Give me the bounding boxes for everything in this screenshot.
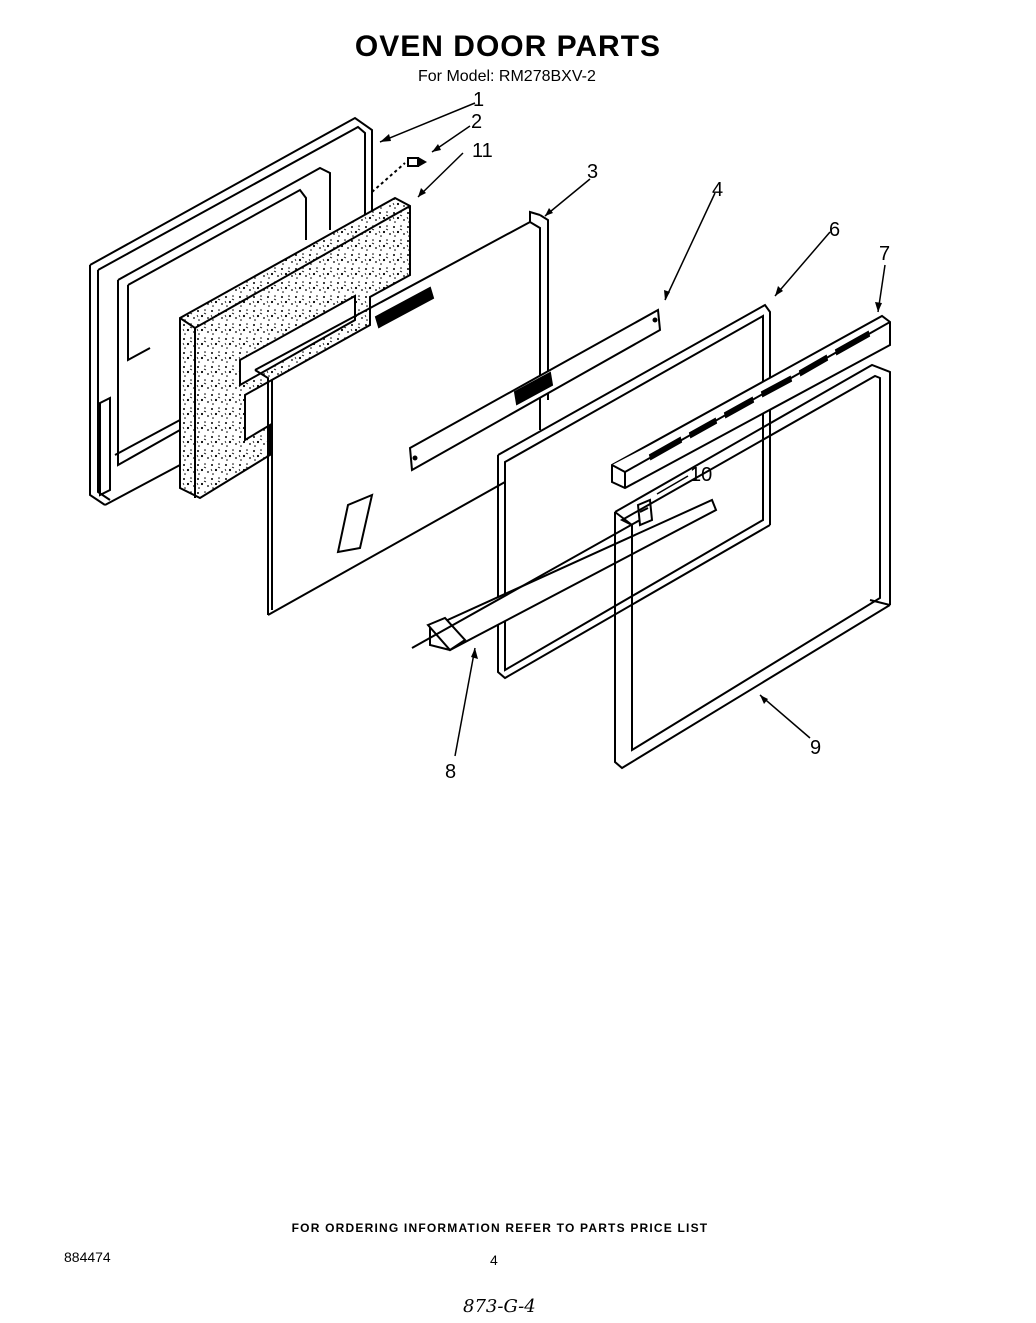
part-3-inner-panel bbox=[254, 210, 549, 616]
page-number: 4 bbox=[490, 1252, 498, 1268]
ordering-note: FOR ORDERING INFORMATION REFER TO PARTS … bbox=[291, 1221, 709, 1235]
page-title: OVEN DOOR PARTS bbox=[354, 30, 662, 63]
part-6-glass bbox=[497, 303, 771, 680]
callout-3: 3 bbox=[587, 161, 598, 183]
leader-lines bbox=[379, 102, 886, 757]
part-2-screw bbox=[371, 157, 428, 193]
document-number: 884474 bbox=[64, 1249, 111, 1265]
callout-6: 6 bbox=[829, 219, 840, 241]
part-4-brace bbox=[408, 308, 662, 472]
leader-arrowheads bbox=[380, 134, 882, 704]
model-subtitle: For Model: RM278BXV-2 bbox=[418, 68, 596, 85]
callout-10: 10 bbox=[690, 464, 712, 486]
callout-2: 2 bbox=[471, 111, 482, 133]
exploded-parts-diagram: 1 2 11 3 4 6 7 10 8 9 bbox=[89, 89, 891, 783]
callout-7: 7 bbox=[879, 243, 890, 265]
part-10-hinge-bracket bbox=[636, 498, 654, 527]
part-8-rail bbox=[411, 498, 718, 652]
part-7-vent-trim bbox=[611, 314, 891, 490]
callout-11: 11 bbox=[472, 140, 493, 162]
callout-8: 8 bbox=[445, 761, 456, 783]
callout-1: 1 bbox=[473, 89, 484, 111]
callout-4: 4 bbox=[712, 179, 723, 201]
handwritten-code: 873-G-4 bbox=[463, 1296, 536, 1317]
callout-9: 9 bbox=[810, 737, 821, 759]
part-9-door-frame bbox=[614, 363, 891, 770]
